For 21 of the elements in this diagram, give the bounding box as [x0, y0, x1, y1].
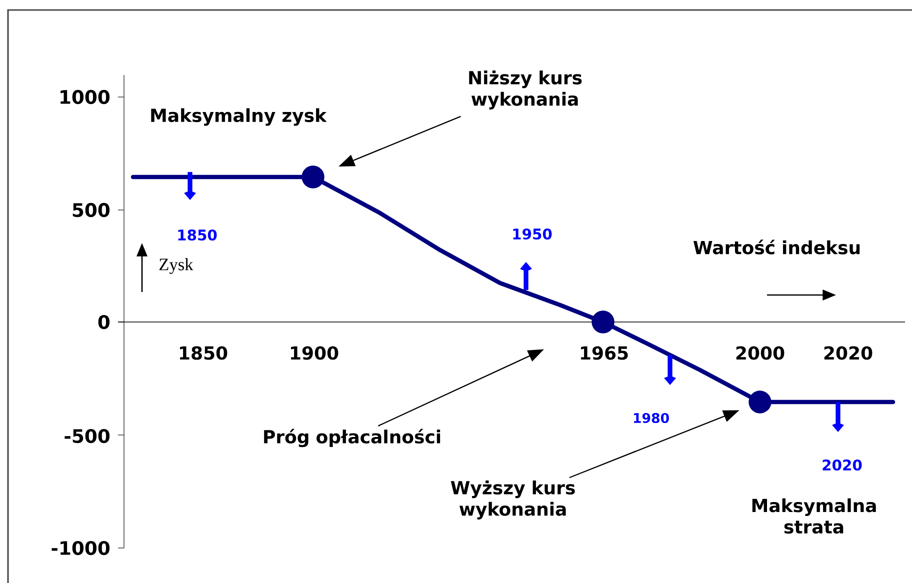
callout-text: Próg opłacalności — [264, 428, 440, 448]
axis-tick-label: 1000 — [60, 90, 110, 104]
axis-tick-label: -500 — [64, 428, 110, 444]
axis-tick-label: -1000 — [52, 540, 110, 556]
year-label: 1950 — [513, 228, 552, 240]
year-label: 1980 — [634, 412, 669, 424]
callout-text: Wyższy kurs wykonania — [450, 480, 575, 520]
year-label: 1850 — [178, 229, 217, 241]
callout-text: Niższy kurs wykonania — [469, 70, 582, 110]
chart-label: 2020 — [824, 346, 872, 360]
year-label: 2020 — [822, 459, 862, 471]
chart-label: Maksymalna strata — [752, 498, 876, 534]
point-marker — [592, 310, 614, 334]
axis-tick-label: 500 — [72, 202, 110, 218]
chart-label: 1850 — [180, 346, 228, 360]
axis-tick-label: 0 — [98, 314, 110, 330]
chart-label: Wartość indeksu — [693, 240, 860, 254]
axis-caption: Zysk — [159, 258, 194, 274]
point-marker — [748, 390, 772, 414]
point-marker — [302, 166, 324, 188]
chart-label: 1900 — [290, 346, 338, 360]
